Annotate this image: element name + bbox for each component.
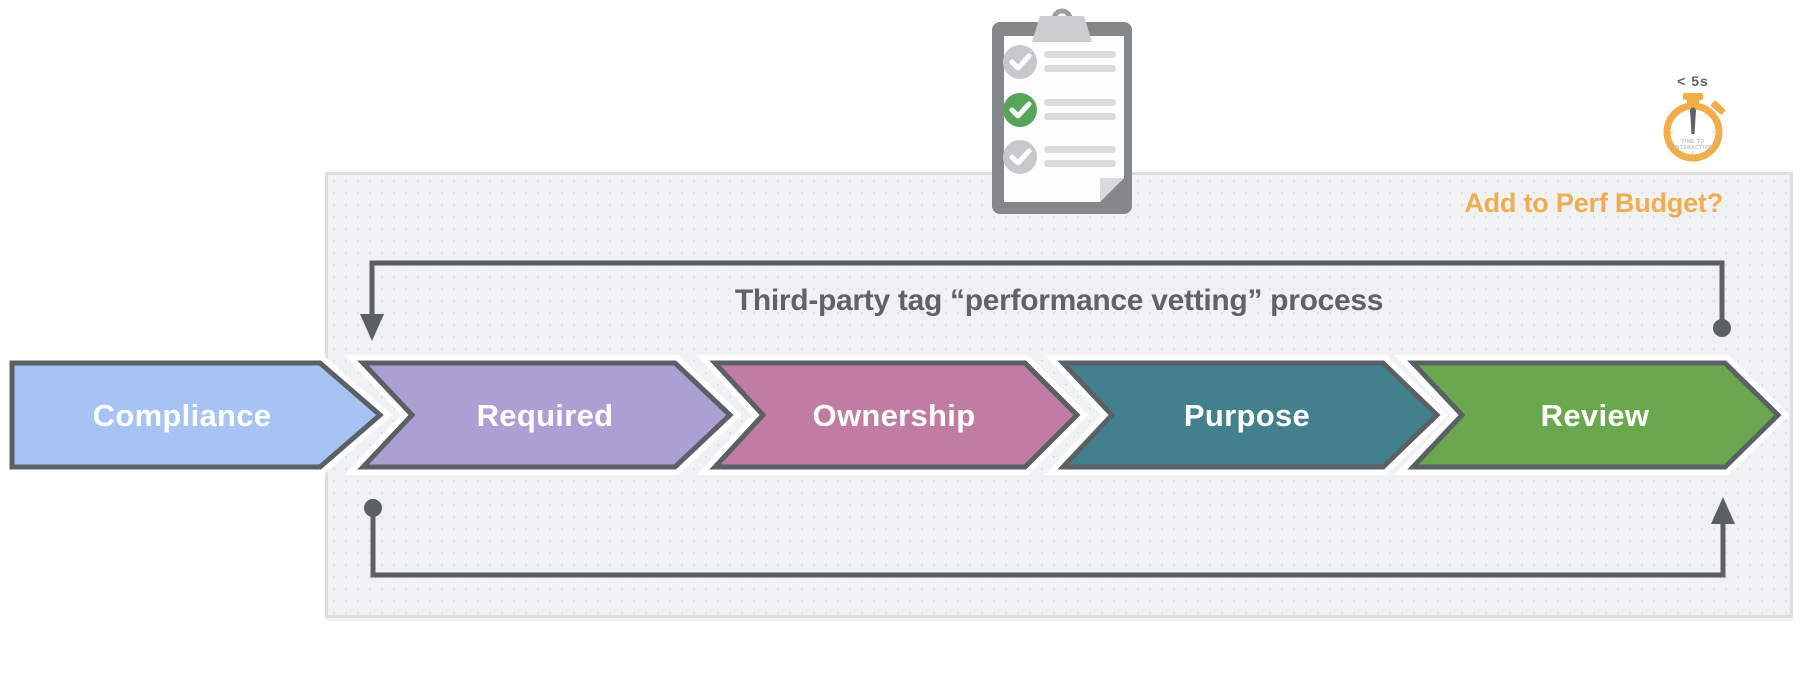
clipboard-paper-fold xyxy=(1100,178,1124,202)
step-required-label: Required xyxy=(477,398,614,433)
clipboard-clip xyxy=(1032,16,1092,42)
step-compliance-shape xyxy=(9,360,384,470)
step-ownership: Ownership xyxy=(709,360,1081,470)
top-loop-line xyxy=(369,260,1725,320)
stopwatch-tick-left: + xyxy=(1670,130,1673,136)
stopwatch-tick-bottom: + xyxy=(1691,151,1694,157)
stopwatch-face-text-2: INTERACTIVE xyxy=(1674,145,1712,151)
stopwatch-needle-tip xyxy=(1690,107,1696,113)
stopwatch-time-label: < 5s xyxy=(1677,73,1709,89)
bottom-loop-connector xyxy=(364,497,1735,578)
step-purpose-shape xyxy=(1057,360,1441,470)
step-compliance: Compliance xyxy=(9,360,384,470)
stopwatch-face-text-1: TIME TO xyxy=(1682,139,1705,145)
up-arrowhead-icon xyxy=(1711,497,1735,524)
checklist-item-2 xyxy=(1003,93,1116,127)
diagram-title: Third-party tag “performance vetting” pr… xyxy=(734,284,1384,317)
check-icon xyxy=(1009,148,1032,166)
top-loop-connector xyxy=(360,260,1731,341)
checklist-item-3 xyxy=(1003,140,1116,174)
bottom-loop-start-dot xyxy=(364,499,382,517)
check-icon xyxy=(1009,101,1032,119)
stopwatch-cap xyxy=(1683,93,1703,100)
step-review-shape xyxy=(1407,360,1782,470)
check-icon xyxy=(1009,53,1032,71)
step-review-label: Review xyxy=(1541,398,1650,433)
step-compliance-label: Compliance xyxy=(93,398,272,433)
step-required: Required xyxy=(357,360,734,470)
step-review: Review xyxy=(1407,360,1782,470)
clipboard-checklist-icon xyxy=(988,6,1136,220)
step-ownership-shape xyxy=(709,360,1081,470)
perf-budget-question: Add to Perf Budget? xyxy=(1464,188,1723,218)
bottom-loop-line xyxy=(370,512,1726,578)
checklist-item-1 xyxy=(1003,45,1116,79)
stopwatch-needle xyxy=(1690,110,1696,134)
step-ownership-label: Ownership xyxy=(813,398,976,433)
down-arrowhead-icon xyxy=(360,314,384,341)
step-purpose: Purpose xyxy=(1057,360,1441,470)
stopwatch-side-button xyxy=(1710,100,1726,115)
stopwatch-tick-right: + xyxy=(1712,130,1715,136)
step-purpose-label: Purpose xyxy=(1184,398,1310,433)
stopwatch-icon: < 5s TIME TO INTERACTIVE + + + xyxy=(1655,60,1739,165)
top-loop-end-dot xyxy=(1713,319,1731,337)
step-required-shape xyxy=(357,360,734,470)
